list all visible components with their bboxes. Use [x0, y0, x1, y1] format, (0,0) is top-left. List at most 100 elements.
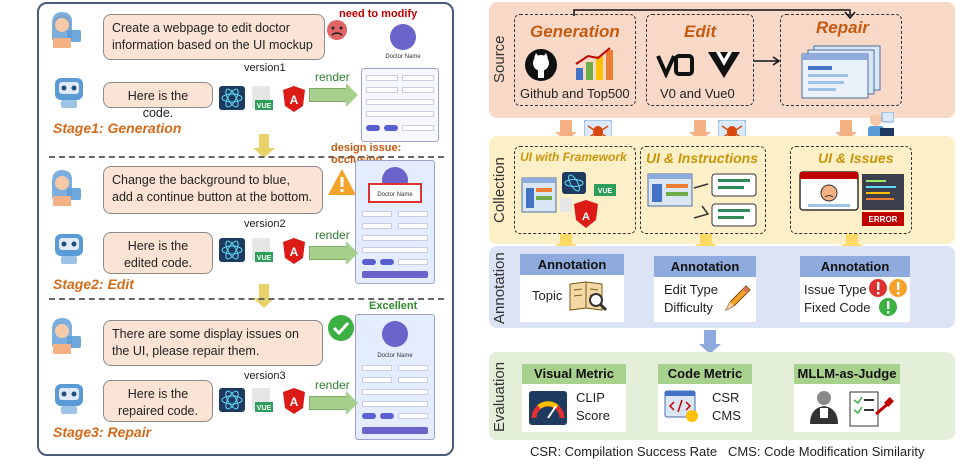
stacked-windows-icon: [801, 45, 881, 99]
code-window-icon: [664, 390, 698, 422]
stage-divider: [49, 156, 444, 158]
flow-arrow: [835, 120, 857, 141]
generation-caption: Github and Top500: [520, 86, 630, 101]
user-message: There are some display issues on the UI,…: [103, 320, 323, 366]
v0-logo-icon: [656, 54, 694, 78]
pencil-icon: [724, 285, 751, 312]
react-icon: [219, 388, 245, 412]
stage2-label: Stage2: Edit: [53, 276, 134, 292]
warning-icon: [328, 169, 356, 195]
book-search-icon: [569, 281, 608, 312]
evaluation-head: Code Metric: [658, 364, 752, 384]
worried-face-icon: [327, 20, 347, 40]
result-badge: Excellent: [369, 300, 418, 312]
robot-avatar-icon: [55, 234, 83, 264]
robot-avatar-icon: [55, 384, 83, 414]
rendered-ui: Doctor Name: [355, 160, 435, 284]
collection-title: UI & Instructions: [646, 150, 759, 166]
render-label: render: [315, 228, 350, 242]
flow-arrow: [689, 120, 711, 141]
judge-icon: [810, 391, 894, 427]
version-label: version1: [244, 62, 286, 74]
framework-cluster-icon: VUE A: [521, 172, 616, 228]
collection-label: Collection: [491, 157, 508, 223]
developer-icon: [868, 112, 894, 138]
source-flow-arrows: [573, 9, 856, 20]
svg-text:ERROR: ERROR: [869, 215, 898, 224]
svg-text:VUE: VUE: [598, 188, 613, 195]
edit-caption: V0 and Vue0: [660, 86, 735, 101]
react-icon: [219, 238, 245, 262]
vue-file-icon: VUE: [252, 388, 273, 412]
svg-text:A: A: [290, 93, 299, 107]
edit-to-repair-arrow: [754, 56, 781, 66]
react-icon: [219, 86, 245, 110]
repair-box: [780, 14, 902, 106]
evaluation-line: CLIP: [576, 390, 605, 405]
edit-title: Edit: [684, 22, 717, 41]
flow-arrow: [699, 330, 721, 354]
angular-icon: A: [283, 238, 305, 264]
bot-message: Here is the code.: [103, 82, 213, 120]
svg-text:VUE: VUE: [257, 255, 272, 262]
angular-icon: A: [283, 388, 305, 414]
collection-title: UI & Issues: [818, 150, 894, 166]
version-label: version2: [244, 218, 286, 230]
annotation-head: Annotation: [800, 256, 910, 277]
flow-arrow: [555, 120, 577, 141]
user-avatar-icon: [52, 12, 81, 48]
vue-file-icon: VUE: [252, 86, 273, 110]
angular-icon: A: [283, 86, 305, 112]
svg-text:A: A: [290, 395, 299, 409]
collection-box-instructions: [640, 146, 766, 234]
annotation-line: Topic: [532, 288, 563, 303]
generation-box: [514, 14, 636, 106]
evaluation-line: CMS: [712, 408, 741, 423]
evaluation-line: Score: [576, 408, 610, 423]
flow-arrow: [695, 234, 717, 253]
user-avatar-icon: [52, 318, 81, 354]
evaluation-head: Visual Metric: [522, 364, 626, 384]
flow-arrow: [555, 234, 577, 253]
annotation-line: Issue Type: [804, 282, 867, 297]
stage3-label: Stage3: Repair: [53, 424, 152, 440]
bar-chart-icon: [575, 47, 613, 80]
render-arrow: [309, 83, 358, 107]
footnote: CSR: Compilation Success Rate CMS: Code …: [530, 444, 925, 459]
robot-avatar-icon: [55, 78, 83, 108]
gauge-icon: [529, 391, 567, 425]
annotation-head: Annotation: [654, 256, 756, 277]
evaluation-line: CSR: [712, 390, 740, 405]
collection-title: UI with Framework: [520, 150, 627, 164]
svg-text:VUE: VUE: [257, 405, 272, 412]
bot-message: Here is the repaired code.: [103, 380, 213, 422]
github-icon: [525, 49, 557, 81]
flow-arrow: [841, 234, 863, 253]
edit-box: [646, 14, 754, 106]
svg-text:VUE: VUE: [257, 103, 272, 110]
render-arrow: [309, 241, 358, 265]
annotation-line: Fixed Code: [804, 300, 871, 315]
user-message: Create a webpage to edit doctor informat…: [103, 14, 325, 60]
evaluation-label: Evaluation: [491, 361, 508, 433]
render-label: render: [315, 378, 350, 392]
next-stage-arrow: [253, 284, 275, 308]
repair-title: Repair: [816, 18, 869, 37]
annotation-head: Annotation: [520, 254, 624, 275]
rendered-ui: Doctor Name: [355, 314, 435, 440]
stage-divider: [49, 298, 444, 300]
source-label: Source: [491, 35, 508, 83]
instruction-flow-icon: [647, 173, 757, 227]
collection-box-framework: [514, 146, 636, 234]
stage1-label: Stage1: Generation: [53, 120, 182, 136]
render-arrow: [309, 391, 358, 415]
version-label: version3: [244, 370, 286, 382]
vue0-logo-icon: [708, 52, 740, 78]
user-avatar-icon: [52, 170, 81, 206]
check-circle-icon: [328, 315, 354, 341]
issue-badge: need to modify: [339, 8, 418, 20]
error-window-icon: ERROR: [799, 171, 904, 226]
annotation-label: Annotation: [491, 252, 508, 324]
annotation-line: Difficulty: [664, 300, 713, 315]
collection-box-issues: [790, 146, 912, 234]
